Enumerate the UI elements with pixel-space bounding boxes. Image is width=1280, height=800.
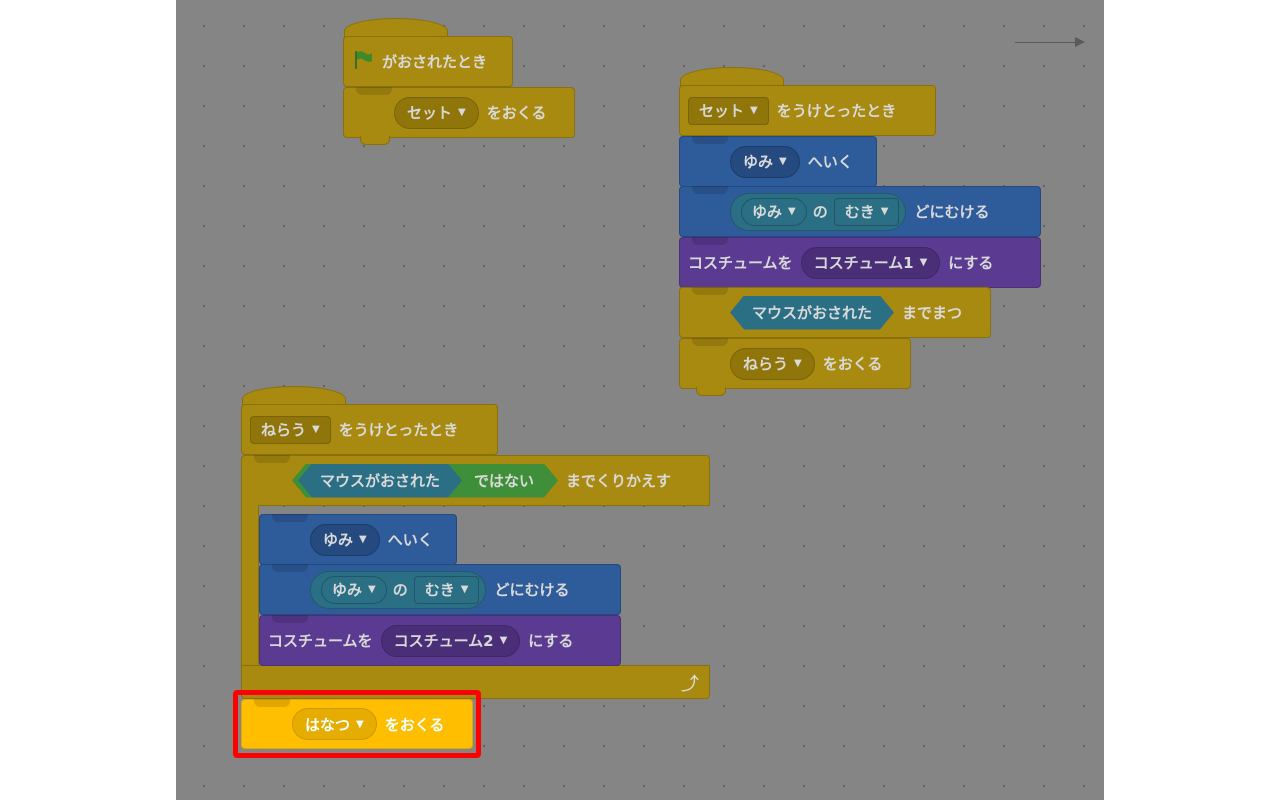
sprite-dropdown[interactable]: ゆみ ▼ bbox=[321, 575, 387, 604]
chevron-down-icon: ▼ bbox=[788, 206, 796, 217]
message-dropdown[interactable]: セット ▼ bbox=[688, 96, 769, 125]
not-label: ではない bbox=[474, 472, 535, 490]
broadcast-dropdown[interactable]: ねらう ▼ bbox=[730, 347, 815, 380]
chevron-down-icon: ▼ bbox=[794, 358, 802, 369]
green-flag-icon bbox=[352, 49, 374, 75]
hat-label: がおされたとき bbox=[382, 53, 488, 71]
goto-block[interactable]: ゆみ ▼ へいく bbox=[259, 514, 457, 565]
code-workspace[interactable]: がおされたとき セット ▼ をおくる セット ▼ をうけとったとき ゆみ ▼ へ… bbox=[176, 0, 1104, 800]
goto-dropdown[interactable]: ゆみ ▼ bbox=[730, 145, 800, 178]
repeat-label: までくりかえす bbox=[566, 472, 672, 490]
costume-dropdown[interactable]: コスチューム2 ▼ bbox=[380, 624, 521, 657]
point-label: どにむける bbox=[914, 203, 990, 221]
goto-label: へいく bbox=[387, 531, 433, 549]
sensing-of-reporter[interactable]: ゆみ ▼ の むき ▼ bbox=[310, 570, 487, 609]
broadcast-label: をおくる bbox=[384, 715, 445, 734]
chevron-down-icon: ▼ bbox=[919, 257, 928, 268]
chevron-down-icon: ▼ bbox=[880, 206, 889, 217]
hat-label: をうけとったとき bbox=[776, 102, 897, 120]
message-dropdown[interactable]: ねらう ▼ bbox=[250, 415, 331, 444]
mouse-down-condition[interactable]: マウスがおされた bbox=[298, 464, 462, 498]
not-operator[interactable]: マウスがおされた ではない bbox=[292, 464, 558, 498]
highlight-box bbox=[233, 690, 481, 758]
sensing-of-reporter[interactable]: ゆみ ▼ の むき ▼ bbox=[730, 192, 907, 231]
wait-until-block[interactable]: マウスがおされた までまつ bbox=[679, 287, 991, 338]
broadcast-label: をおくる bbox=[822, 355, 883, 373]
broadcast-fire-block[interactable]: はなつ ▼ をおくる bbox=[241, 699, 473, 749]
attribute-dropdown[interactable]: むき ▼ bbox=[413, 575, 480, 604]
sprite-dropdown[interactable]: ゆみ ▼ bbox=[741, 197, 807, 226]
chevron-down-icon: ▼ bbox=[460, 584, 469, 595]
chevron-down-icon: ▼ bbox=[750, 105, 758, 116]
costume-suffix: にする bbox=[528, 632, 574, 650]
broadcast-block[interactable]: セット ▼ をおくる bbox=[343, 87, 575, 145]
broadcast-dropdown[interactable]: はなつ ▼ bbox=[292, 708, 377, 740]
hat-label: をうけとったとき bbox=[338, 421, 459, 439]
scroll-arrow-line bbox=[1015, 42, 1079, 43]
repeat-c-arm bbox=[241, 505, 259, 667]
chevron-down-icon: ▼ bbox=[499, 635, 508, 646]
attribute-dropdown[interactable]: むき ▼ bbox=[833, 197, 900, 226]
chevron-down-icon: ▼ bbox=[359, 534, 367, 545]
point-towards-block[interactable]: ゆみ ▼ の むき ▼ どにむける bbox=[679, 186, 1041, 237]
chevron-down-icon: ▼ bbox=[458, 107, 466, 118]
costume-suffix: にする bbox=[948, 254, 994, 272]
chevron-down-icon: ▼ bbox=[368, 584, 376, 595]
point-towards-block[interactable]: ゆみ ▼ の むき ▼ どにむける bbox=[259, 564, 621, 615]
repeat-until-block[interactable]: マウスがおされた ではない までくりかえす bbox=[241, 455, 710, 506]
wait-label: までまつ bbox=[902, 304, 963, 322]
switch-costume-block[interactable]: コスチュームを コスチューム1 ▼ にする bbox=[679, 237, 1041, 288]
switch-costume-block[interactable]: コスチュームを コスチューム2 ▼ にする bbox=[259, 615, 621, 666]
arrow-right-icon bbox=[1075, 37, 1085, 47]
goto-block[interactable]: ゆみ ▼ へいく bbox=[679, 136, 877, 187]
when-receive-block[interactable]: ねらう ▼ をうけとったとき bbox=[241, 404, 498, 455]
broadcast-block[interactable]: ねらう ▼ をおくる bbox=[679, 338, 911, 396]
broadcast-dropdown[interactable]: セット ▼ bbox=[394, 96, 479, 129]
costume-dropdown[interactable]: コスチューム1 ▼ bbox=[800, 246, 941, 279]
costume-label: コスチュームを bbox=[688, 254, 793, 272]
when-flag-clicked-block[interactable]: がおされたとき bbox=[343, 36, 513, 87]
of-label: の bbox=[392, 581, 408, 599]
chevron-down-icon: ▼ bbox=[356, 718, 364, 730]
chevron-down-icon: ▼ bbox=[312, 424, 320, 435]
goto-dropdown[interactable]: ゆみ ▼ bbox=[310, 523, 380, 556]
loop-arrow-icon: ⤴ bbox=[681, 674, 699, 695]
when-receive-block[interactable]: セット ▼ をうけとったとき bbox=[679, 85, 936, 136]
broadcast-label: をおくる bbox=[486, 104, 547, 122]
mouse-down-condition[interactable]: マウスがおされた bbox=[730, 296, 894, 330]
goto-label: へいく bbox=[807, 153, 853, 171]
costume-label: コスチュームを bbox=[268, 632, 373, 650]
point-label: どにむける bbox=[494, 581, 570, 599]
chevron-down-icon: ▼ bbox=[779, 156, 787, 167]
of-label: の bbox=[812, 203, 828, 221]
